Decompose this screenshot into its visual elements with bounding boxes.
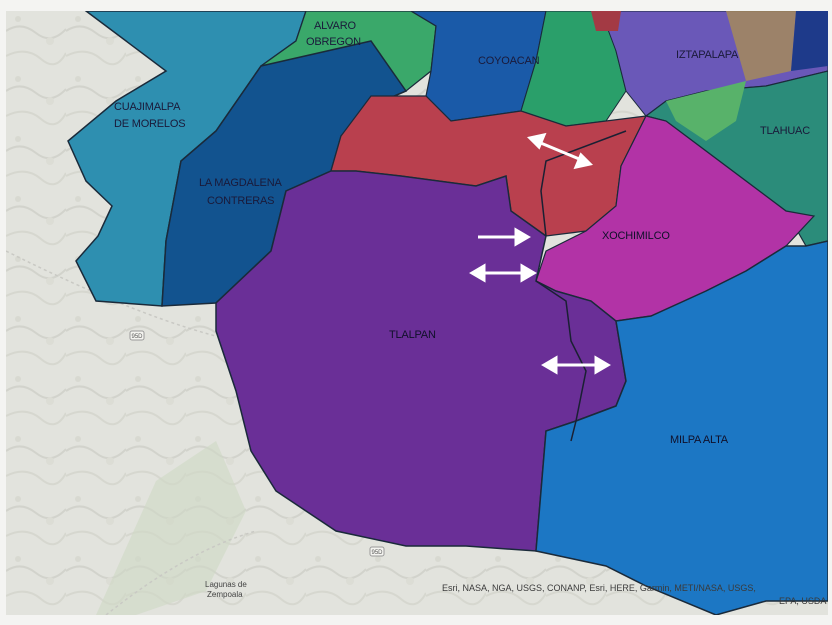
region-iztapalapa-east	[726, 11, 796, 81]
boundary-line	[535, 280, 587, 442]
highway-line	[6, 250, 237, 342]
label-iztapalapa: IZTAPALAPA	[676, 49, 739, 61]
map-attribution-2: EPA, USDA	[779, 596, 826, 606]
label-xochimilco: XOCHIMILCO	[602, 230, 670, 242]
map-attribution: Esri, NASA, NGA, USGS, CONANP, Esri, HER…	[442, 583, 756, 593]
label-magdalena-contreras-2: CONTRERAS	[207, 195, 274, 207]
region-red-top	[591, 11, 621, 31]
region-tlahuac-green	[666, 81, 746, 141]
double-arrow-icon	[526, 132, 594, 170]
boundary-line	[540, 130, 627, 237]
green-terrain	[96, 441, 246, 615]
place-label: Lagunas de	[205, 580, 247, 589]
label-tlalpan: TLALPAN	[389, 329, 436, 341]
label-milpa-alta: MILPA ALTA	[670, 434, 729, 446]
region-dark-corner	[791, 11, 828, 71]
map-canvas[interactable]: 95D 95D CUAJIMALPA DE MORELOS ALVARO OBR…	[6, 11, 828, 615]
label-alvaro-obregon: ALVARO	[314, 20, 356, 32]
road-shield-label: 95D	[372, 550, 384, 556]
road-shield-label: 95D	[132, 334, 144, 340]
double-arrow-icon	[541, 355, 611, 375]
label-tlahuac: TLAHUAC	[760, 125, 810, 137]
label-coyoacan: COYOACAN	[478, 55, 540, 67]
road-shield	[369, 546, 385, 557]
right-arrow-icon	[478, 227, 531, 247]
place-label: Zempoala	[207, 590, 243, 599]
double-arrow-icon	[469, 263, 537, 283]
label-alvaro-obregon-2: OBREGON	[306, 36, 361, 48]
label-cuajimalpa-2: DE MORELOS	[114, 118, 185, 130]
region-milpa-alta[interactable]	[535, 240, 828, 615]
label-cuajimalpa: CUAJIMALPA	[114, 101, 181, 113]
road-shield	[129, 330, 145, 341]
label-magdalena-contreras: LA MAGDALENA	[199, 177, 282, 189]
